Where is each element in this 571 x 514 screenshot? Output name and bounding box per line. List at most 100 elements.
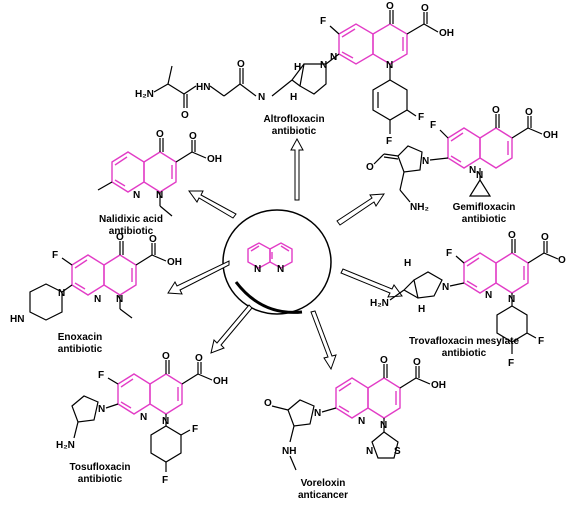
gemi-name: Gemifloxacin (453, 202, 516, 213)
tosu-f3: F (162, 475, 168, 486)
trova-f3: F (508, 358, 514, 369)
vore-s: S (394, 446, 401, 457)
compound-nalidixic: O O OH N N Nalidixic acid antibiotic (97, 129, 222, 237)
tosu-n3: N (98, 404, 105, 415)
trova-name: Trovafloxacin mesylate (409, 336, 519, 347)
compound-enoxacin: F O O OH N N N HN Enoxacin antibiotic (10, 232, 182, 355)
compound-trovafloxacin: F O O O N N N H₂N H H F F Trovafloxacin … (370, 230, 566, 369)
enox-f: F (52, 250, 58, 261)
gemi-nh2: NH₂ (410, 202, 429, 213)
altro-o3: O (237, 59, 245, 70)
naphthyridine-core: N N (247, 242, 293, 275)
nal-oh: OH (207, 154, 222, 165)
tosu-o1: O (162, 351, 170, 362)
trova-o2: O (541, 232, 549, 243)
gemi-ome: O (366, 162, 374, 173)
gemi-f: F (430, 120, 436, 131)
trova-h2n: H₂N (370, 298, 389, 309)
compound-voreloxin: O O OH N N N O NH S N Voreloxin anticanc… (264, 355, 446, 501)
altro-n3: N (320, 60, 327, 71)
vore-activity: anticancer (298, 490, 348, 501)
altro-f2: F (418, 112, 424, 123)
arrow-left (167, 260, 230, 295)
altro-o4: O (181, 110, 189, 121)
vore-oh: OH (431, 380, 446, 391)
vore-ome: O (264, 398, 272, 409)
gemi-n1: N (469, 165, 476, 176)
enox-oh: OH (167, 257, 182, 268)
arrow-right (340, 268, 403, 298)
compound-altrofloxacin: F O O OH N N N H₂N HN N O O H H F F Altr… (135, 1, 454, 147)
altro-o2: O (421, 3, 429, 14)
enox-name: Enoxacin (58, 332, 102, 343)
tosu-f2: F (192, 424, 198, 435)
vore-o2: O (413, 357, 421, 368)
altro-oh: OH (439, 28, 454, 39)
altro-nh2: H₂N (135, 89, 154, 100)
gemi-o2: O (525, 107, 533, 118)
trova-h1: H (404, 258, 411, 269)
gemi-n3: N (422, 156, 429, 167)
enox-n1: N (94, 294, 101, 305)
tosu-n2: N (162, 416, 169, 427)
nal-n2: N (156, 190, 163, 201)
trova-n2: N (508, 294, 515, 305)
altro-f1: F (320, 16, 326, 27)
enox-hn: HN (10, 314, 24, 325)
altro-h1: H (294, 62, 301, 73)
vore-nh: NH (282, 446, 296, 457)
trova-f1: F (446, 248, 452, 259)
tosu-f1: F (98, 370, 104, 381)
nal-activity: antibiotic (109, 226, 154, 237)
altro-nh: N (258, 92, 265, 103)
arrow-upper-right (336, 193, 385, 226)
vore-name: Voreloxin (301, 478, 346, 489)
gemi-n2: N (476, 170, 483, 181)
nal-o1: O (156, 129, 164, 140)
vore-nt: N (366, 446, 373, 457)
altro-h2: H (290, 92, 297, 103)
core-n2: N (277, 264, 284, 275)
altro-o1: O (386, 1, 394, 12)
compound-tosufloxacin: F O O OH N N N H₂N F F Tosufloxacin anti… (56, 351, 228, 486)
enox-o1: O (116, 232, 124, 243)
tosu-name: Tosufloxacin (70, 462, 131, 473)
compound-gemifloxacin: F O O OH N N N O NH₂ Gemifloxacin antibi… (366, 105, 558, 225)
trova-o1: O (508, 230, 516, 241)
nal-name: Nalidixic acid (99, 214, 163, 225)
trova-o3: O (558, 255, 566, 266)
arrow-lower-right (310, 310, 337, 371)
gemi-o1: O (492, 105, 500, 116)
trova-n1: N (485, 290, 492, 301)
nal-o2: O (189, 131, 197, 142)
arrow-lower-left (210, 304, 253, 354)
vore-n2: N (380, 420, 387, 431)
altro-f3: F (386, 136, 392, 147)
altro-n2: N (386, 60, 393, 71)
altro-name: Altrofloxacin (263, 114, 324, 125)
tosu-o2: O (195, 353, 203, 364)
tosu-activity: antibiotic (78, 474, 123, 485)
enox-n2: N (116, 294, 123, 305)
enox-o2: O (149, 234, 157, 245)
vore-o1: O (380, 355, 388, 366)
center-core: N N (222, 209, 332, 315)
arrow-up (290, 137, 304, 201)
altro-hn: HN (196, 82, 210, 93)
altro-n1: N (330, 52, 337, 63)
enox-activity: antibiotic (58, 344, 103, 355)
gemi-activity: antibiotic (462, 214, 507, 225)
vore-n1: N (358, 416, 365, 427)
tosu-oh: OH (213, 376, 228, 387)
altro-activity: antibiotic (272, 126, 317, 137)
trova-f2: F (538, 336, 544, 347)
trova-h2: H (418, 304, 425, 315)
gemi-oh: OH (543, 130, 558, 141)
trova-activity: antibiotic (442, 348, 487, 359)
arrow-upper-left (188, 190, 237, 219)
vore-n3: N (314, 408, 321, 419)
nal-n1: N (133, 190, 140, 201)
trova-n3: N (442, 282, 449, 293)
enox-n3: N (58, 288, 65, 299)
